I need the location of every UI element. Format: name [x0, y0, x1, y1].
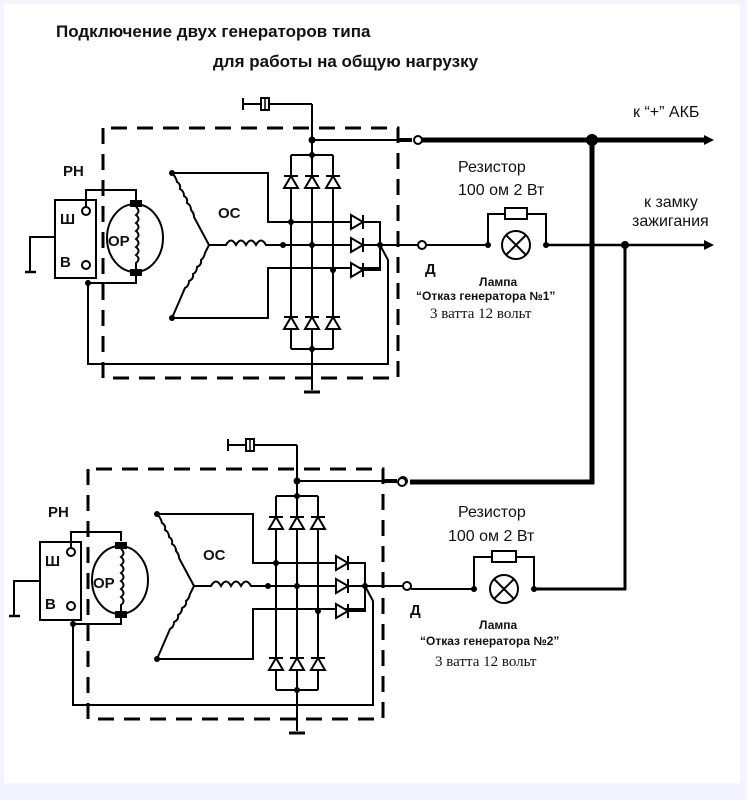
title-line-1: Подключение двух генераторов типа [56, 22, 371, 41]
lamp-icon [489, 574, 519, 604]
regulator-label: РН [63, 163, 84, 180]
terminal-d-label: Д [425, 261, 436, 278]
generator-1: РН Ш В ОР ОС Д Резистор 100 ом 2 Вт [25, 98, 555, 392]
common-buses [397, 134, 714, 591]
resistor-label: Резистор [458, 504, 526, 521]
resistor-value: 100 ом 2 Вт [458, 182, 545, 199]
lamp-rating: 3 ватта 12 вольт [430, 306, 532, 322]
battery-output-label: к “+” АКБ [633, 104, 699, 121]
lamp-label: Лампа [479, 275, 518, 289]
ignition-output-label-2: зажигания [632, 213, 709, 230]
resistor [491, 550, 517, 563]
stator-winding-label: ОС [218, 205, 241, 222]
resistor [504, 207, 528, 220]
resistor-label: Резистор [458, 159, 526, 176]
lamp-name: “Отказ генератора №2” [420, 634, 559, 648]
lamp-label: Лампа [479, 618, 518, 632]
terminal-sh-label: Ш [60, 211, 75, 228]
terminal-v-label: В [45, 596, 56, 613]
lamp-name: “Отказ генератора №1” [416, 289, 555, 303]
terminal-v-label: В [60, 254, 71, 271]
resistor-value: 100 ом 2 Вт [448, 528, 535, 545]
field-winding-label: ОР [93, 575, 115, 592]
regulator-label: РН [48, 504, 69, 521]
field-winding-label: ОР [108, 233, 130, 250]
terminal-sh-label: Ш [45, 553, 60, 570]
generator-2: РН Ш В ОР ОС Д Резистор 100 ом 2 Вт Ламп… [9, 439, 559, 733]
lamp-rating: 3 ватта 12 вольт [435, 654, 537, 670]
ignition-output-label-1: к замку [644, 194, 698, 211]
stator-winding-label: ОС [203, 547, 226, 564]
terminal-d-label: Д [410, 602, 421, 619]
title-line-2: для работы на общую нагрузку [213, 52, 479, 71]
lamp-icon [501, 230, 531, 260]
